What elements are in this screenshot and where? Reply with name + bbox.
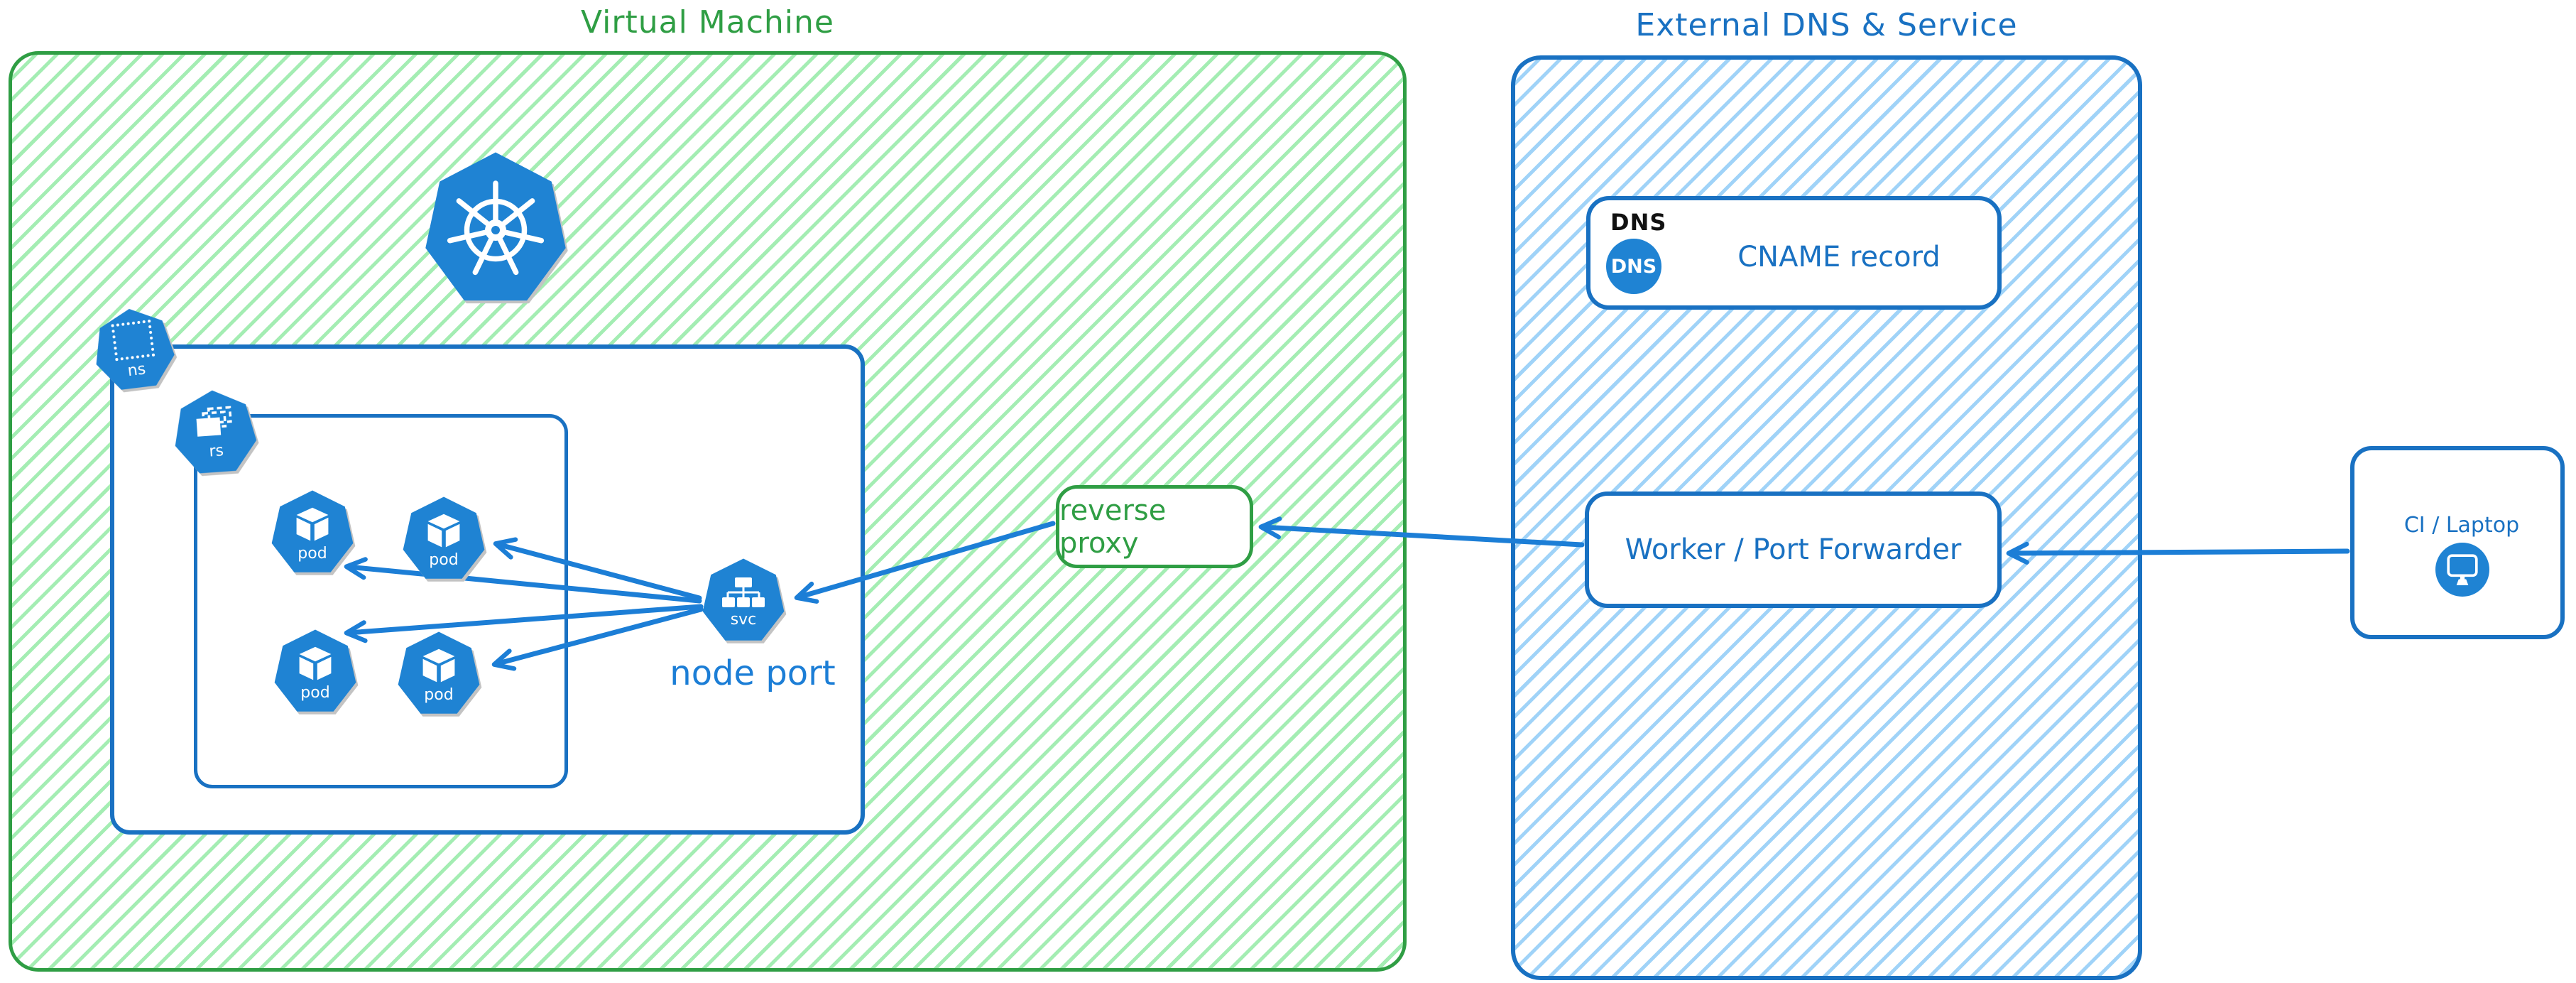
tree-hierarchy-icon bbox=[722, 577, 765, 607]
monitor-glyph bbox=[2447, 554, 2478, 585]
reverse-proxy-box: reverse proxy bbox=[1056, 485, 1253, 568]
worker-port-forwarder-box: Worker / Port Forwarder bbox=[1585, 492, 2002, 608]
pod-icon-4: pod bbox=[395, 630, 482, 719]
cube-icon bbox=[422, 648, 455, 683]
stacked-rectangles-icon bbox=[191, 406, 237, 444]
dotted-square-icon bbox=[111, 320, 155, 361]
external-group-title: External DNS & Service bbox=[1635, 7, 2018, 43]
dns-badge-label: DNS bbox=[1610, 255, 1657, 278]
namespace-icon-label: ns bbox=[126, 360, 147, 381]
pod-icon-label: pod bbox=[298, 545, 327, 563]
ci-laptop-label: CI / Laptop bbox=[2403, 513, 2520, 538]
vm-group-title: Virtual Machine bbox=[581, 4, 834, 40]
cube-icon bbox=[427, 514, 460, 548]
service-icon-label: svc bbox=[730, 611, 757, 629]
dns-tag-label: DNS bbox=[1610, 209, 1667, 236]
replicaset-icon-label: rs bbox=[208, 442, 224, 461]
node-port-label: node port bbox=[670, 653, 836, 693]
replicaset-icon: rs bbox=[169, 386, 261, 481]
kubernetes-wheel-icon bbox=[447, 180, 545, 276]
ci-laptop-box: CI / Laptop bbox=[2350, 446, 2565, 639]
service-icon: svc bbox=[700, 557, 787, 646]
dns-card: DNS DNS CNAME record bbox=[1586, 196, 2002, 310]
dns-badge-icon: DNS bbox=[1606, 239, 1661, 294]
pod-icon-label: pod bbox=[424, 686, 454, 704]
cname-record-label: CNAME record bbox=[1737, 241, 1941, 273]
namespace-icon: ns bbox=[87, 302, 181, 398]
pod-icon-1: pod bbox=[269, 489, 356, 578]
cube-icon bbox=[296, 507, 329, 541]
reverse-proxy-label: reverse proxy bbox=[1059, 494, 1167, 560]
monitor-icon bbox=[2435, 543, 2489, 597]
pod-icon-2: pod bbox=[400, 495, 487, 585]
cube-icon bbox=[299, 646, 332, 680]
worker-port-forwarder-label: Worker / Port Forwarder bbox=[1625, 533, 1962, 566]
kubernetes-logo-icon bbox=[421, 149, 570, 311]
pod-icon-label: pod bbox=[429, 551, 459, 569]
pod-icon-label: pod bbox=[300, 684, 330, 702]
pod-icon-3: pod bbox=[272, 628, 359, 717]
